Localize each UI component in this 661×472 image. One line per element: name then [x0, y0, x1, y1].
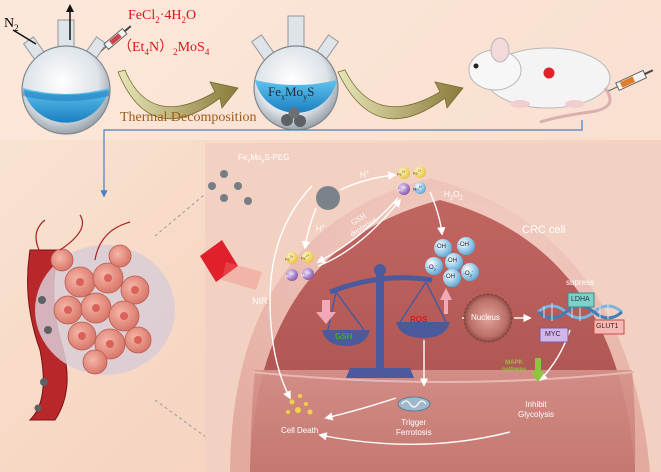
injection-syringe-icon [608, 69, 654, 92]
n2-inlet-line [12, 29, 37, 45]
radical-o2-1: ·O2- [427, 262, 438, 273]
product-label: FexMoyS [268, 84, 315, 102]
radical-oh-3: ·OH [446, 258, 457, 264]
gsh-down-arrow [316, 300, 336, 324]
reagent-1-label: FeCl2·4H2O [128, 8, 197, 25]
gsh-label: GSH [335, 332, 353, 341]
ros-radicals [425, 237, 479, 287]
flow-connector [100, 120, 583, 198]
h-plus-label-1: H+ [360, 170, 370, 180]
gas-outlet-arrowhead [66, 4, 74, 12]
glut1-box [593, 319, 625, 335]
ion-label-fe2-a: Fe2+ [413, 169, 422, 176]
ldha-label: LDHA [571, 296, 590, 303]
h2o2-label: H2O2 [444, 190, 463, 202]
gas-label: N2 [4, 16, 19, 33]
glut1-label: GLUT1 [596, 323, 619, 330]
ion-label-fe3-b: Fe3+ [285, 255, 294, 262]
mitochondrion-icon [397, 396, 431, 412]
ion-label-mo4-a: Mo4+ [413, 185, 423, 192]
synthesis-arrow-1 [117, 69, 239, 120]
cell-death-debris [286, 394, 313, 415]
ion-cluster-top [398, 166, 426, 195]
zoom-guide-top [154, 189, 211, 237]
myc-label: MYC [545, 331, 561, 338]
zoom-guide-bottom [154, 399, 211, 441]
radical-o2-2: ·O2- [463, 268, 474, 279]
nanoparticles-outside [208, 170, 252, 205]
tumor-illustration [27, 214, 175, 421]
myc-box [539, 327, 569, 343]
reaction-flask-2 [250, 15, 340, 131]
ros-label: ROS [410, 315, 428, 324]
ion-label-mo6-a: Mo6+ [397, 186, 407, 193]
process-label: Thermal Decomposition [120, 110, 257, 125]
ldha-box [567, 292, 595, 308]
redox-balance-scale [322, 264, 450, 378]
mouse-illustration [468, 37, 612, 124]
nir-beam [222, 262, 262, 290]
reagent-2-label: （Et4N）2MoS4 [118, 40, 210, 57]
radical-oh-4: ·OH [444, 274, 455, 280]
ion-cluster-left [286, 251, 314, 281]
radical-oh-2: ·OH [458, 242, 469, 248]
nucleus-label: Nucleus [471, 313, 500, 322]
ion-label-fe3-a: Fe3+ [397, 170, 406, 177]
nir-label: NIR [252, 296, 268, 306]
cell-inner-boundary [251, 371, 635, 383]
nanoparticle-inside [316, 186, 340, 210]
cell-type-label: CRC cell [522, 224, 566, 236]
nucleus [463, 293, 513, 343]
ion-label-fe2-b: Fe2+ [301, 254, 310, 261]
mapk-down-arrow [531, 358, 545, 382]
nanoparticle-label: FexMoyS-PEG [238, 153, 290, 165]
cell-death-label: Cell Death [281, 426, 319, 435]
reaction-flask-1 [21, 19, 111, 135]
synthesis-arrow-2 [337, 69, 464, 120]
ros-up-arrow [440, 288, 452, 314]
radical-oh-1: ·OH [435, 244, 446, 250]
nir-laser-icon [200, 240, 238, 282]
ion-label-mo6-b: Mo6+ [285, 272, 295, 279]
h-plus-label-2: H+ [316, 224, 326, 234]
supress-label: supress [566, 278, 595, 287]
ion-label-mo4-b: Mo4+ [301, 271, 311, 278]
syringe-icon [100, 25, 132, 52]
cell-lower-region [250, 370, 636, 472]
